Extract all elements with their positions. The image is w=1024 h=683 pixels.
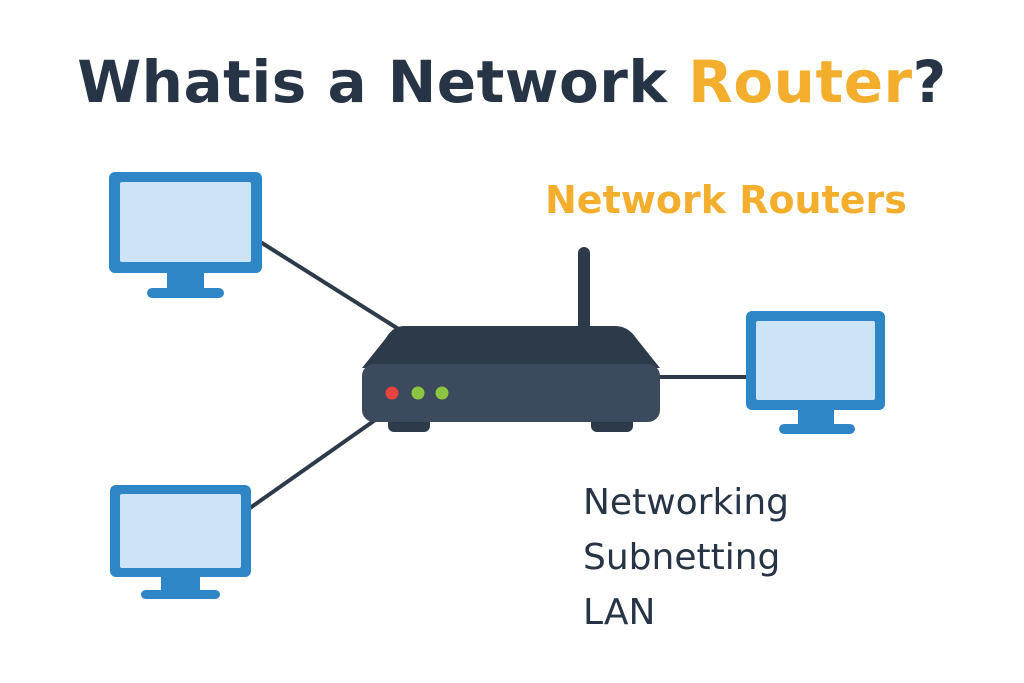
term-subnetting: Subnetting (583, 537, 781, 578)
led-icon (411, 386, 425, 400)
subtitle-network-routers: Network Routers (545, 178, 907, 222)
title-question-mark: ? (912, 48, 947, 116)
cable-top-left (260, 241, 402, 332)
title-what: What (77, 48, 252, 116)
router-icon (362, 247, 660, 432)
term-lan: LAN (583, 592, 656, 633)
router-top (362, 326, 660, 368)
monitor-icon (746, 311, 885, 434)
antenna-icon (578, 247, 590, 332)
cables (248, 241, 752, 510)
led-icon (385, 386, 399, 400)
monitor-icon (109, 172, 262, 298)
term-list: Networking Subnetting LAN (583, 475, 789, 640)
router-body (362, 364, 660, 422)
monitor-icon (110, 485, 251, 599)
title-middle: is a Network (251, 48, 689, 116)
term-networking: Networking (583, 482, 789, 523)
led-icon (435, 386, 449, 400)
cable-bottom-left (248, 416, 380, 510)
page-title: Whatis a Network Router? (0, 48, 1024, 116)
title-router-accent: Router (688, 48, 913, 116)
